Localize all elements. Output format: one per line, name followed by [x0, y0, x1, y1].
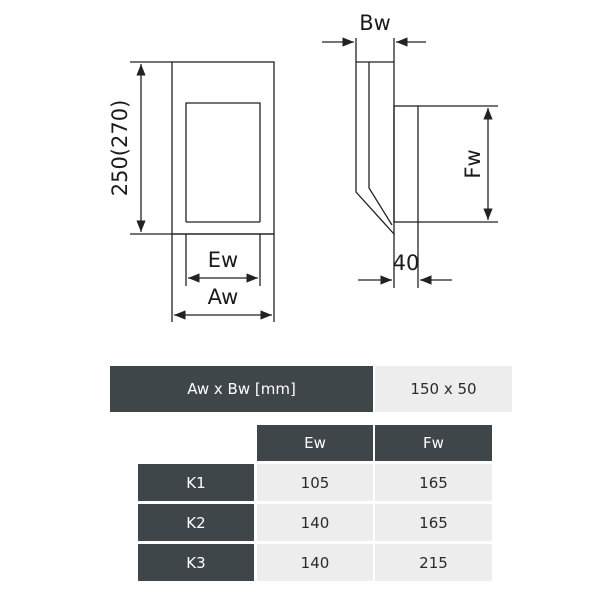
column-header-ew: Ew [257, 425, 373, 461]
height-label: 250(270) [108, 100, 132, 197]
front-view [130, 61, 275, 322]
side-view [322, 37, 498, 288]
bw-label: Bw [359, 11, 391, 35]
aw-label: Aw [208, 285, 239, 309]
row-label: K2 [138, 504, 254, 541]
cell-fw: 165 [375, 504, 492, 541]
cell-ew: 140 [257, 544, 373, 581]
row-label: K1 [138, 464, 254, 501]
cell-fw: 215 [375, 544, 492, 581]
technical-drawing: 250(270) Ew Aw Bw Fw 40 [108, 11, 498, 322]
side-flange [393, 105, 419, 223]
row-label: K3 [138, 544, 254, 581]
depth-label: 40 [393, 251, 420, 275]
cell-ew: 140 [257, 504, 373, 541]
size-header-value: 150 x 50 [375, 366, 512, 412]
cell-fw: 165 [375, 464, 492, 501]
column-header-fw: Fw [375, 425, 492, 461]
front-inner-opening [185, 102, 261, 222]
side-profile [355, 61, 395, 236]
size-header-label: Aw x Bw [mm] [110, 366, 373, 412]
front-outer-frame [171, 61, 275, 235]
ew-label: Ew [208, 248, 238, 272]
fw-label: Fw [461, 149, 485, 178]
cell-ew: 105 [257, 464, 373, 501]
